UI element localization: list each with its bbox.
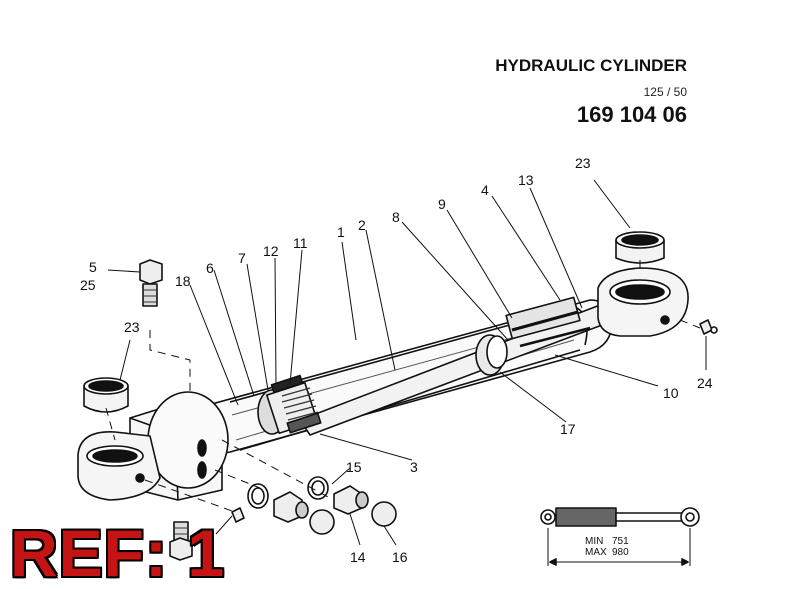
callout-23-left: 23 [124, 319, 140, 335]
valve-cartridge-lower [169, 521, 193, 561]
dim-min-label: MIN [585, 536, 603, 547]
dimension-schematic [540, 507, 700, 566]
callout-7: 7 [238, 250, 246, 266]
bushing-right [615, 231, 665, 264]
callout-2: 2 [358, 217, 366, 233]
callout-5: 5 [89, 259, 97, 275]
dust-cap-b [371, 501, 397, 527]
leader-lines [107, 179, 707, 546]
diagram-subtitle: 125 / 50 [643, 85, 687, 99]
dim-max-value: 980 [612, 547, 629, 558]
callout-9: 9 [438, 196, 446, 212]
callout-14: 14 [350, 549, 366, 565]
callout-25: 25 [80, 277, 96, 293]
washer-a [247, 483, 269, 509]
callout-10: 10 [663, 385, 679, 401]
callout-17: 17 [560, 421, 576, 437]
dust-cap-a [309, 509, 335, 535]
callout-1: 1 [337, 224, 345, 240]
grease-nipple-left [231, 507, 245, 523]
callout-24: 24 [697, 375, 713, 391]
grease-nipple-24 [699, 319, 718, 335]
diagram-title: HYDRAULIC CYLINDER [495, 56, 687, 75]
callout-11: 11 [293, 235, 308, 251]
callout-6: 6 [206, 260, 214, 276]
callout-3: 3 [410, 459, 418, 475]
callout-12: 12 [263, 243, 279, 259]
ref-badge: REF: 1 [10, 516, 226, 589]
callout-23-right: 23 [575, 155, 591, 171]
callout-8: 8 [392, 209, 400, 225]
callout-13: 13 [518, 172, 534, 188]
part-number: 169 104 06 [576, 102, 687, 127]
cylinder-head [505, 296, 581, 340]
fitting-b [333, 485, 369, 515]
bushing-left [83, 377, 129, 413]
dim-min-value: 751 [612, 536, 629, 547]
assembly-lines [105, 260, 701, 513]
washer-b [307, 476, 329, 500]
dim-max-label: MAX [585, 547, 607, 558]
valve-cartridge [139, 259, 163, 307]
callout-16: 16 [392, 549, 408, 565]
fitting-a [273, 491, 309, 523]
callout-18: 18 [175, 273, 191, 289]
callout-4: 4 [481, 182, 489, 198]
callout-15: 15 [346, 459, 362, 475]
